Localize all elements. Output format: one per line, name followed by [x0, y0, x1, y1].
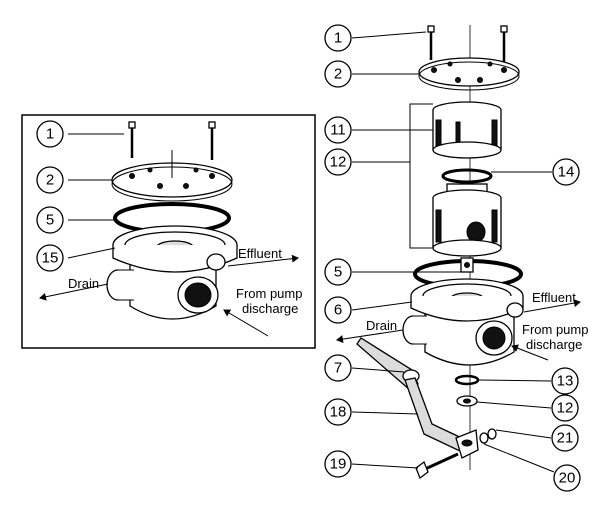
- main-callout-18: 18: [324, 398, 352, 426]
- main-leader-20: [483, 443, 555, 473]
- inset-callout-1: 1: [36, 120, 64, 148]
- svg-text:14: 14: [558, 164, 575, 181]
- main-screw-left: [427, 25, 435, 60]
- main-lock-washer: [487, 428, 497, 440]
- main-lower-cage: [432, 183, 502, 257]
- inset-drain-label: Drain: [68, 276, 99, 291]
- svg-text:5: 5: [334, 264, 342, 281]
- main-bolt: [415, 452, 459, 480]
- main-stem-o-ring: [454, 374, 480, 386]
- inset-valve-body: [106, 225, 238, 320]
- svg-text:13: 13: [557, 373, 574, 390]
- inset-pump-label-2: discharge: [242, 301, 298, 316]
- inset-pump-arrow: [223, 309, 269, 337]
- svg-text:12: 12: [557, 400, 574, 417]
- main-callout-5: 5: [324, 258, 352, 286]
- main-washer: [456, 395, 478, 407]
- main-effluent-label: Effluent: [532, 290, 576, 305]
- svg-text:12: 12: [330, 154, 347, 171]
- main-screw-right: [500, 25, 508, 62]
- main-small-o-ring: [441, 168, 493, 184]
- main-leader-21: [495, 429, 552, 439]
- inset-leader-15: [67, 247, 116, 259]
- inset-screw-right: [208, 121, 216, 160]
- main-callout-12b: 12: [551, 394, 579, 422]
- main-callout-21: 21: [551, 424, 579, 452]
- main-leader-19: [351, 463, 419, 469]
- main-leader-12b: [476, 401, 552, 409]
- inset-screw-left: [128, 121, 136, 158]
- main-callout-7: 7: [324, 354, 352, 382]
- inset-callout-5: 5: [36, 206, 64, 234]
- main-pump-label-2: discharge: [526, 337, 582, 352]
- svg-text:6: 6: [334, 302, 342, 319]
- main-drain-arrow: [336, 329, 404, 344]
- main-callout-13: 13: [551, 367, 579, 395]
- svg-text:1: 1: [46, 126, 54, 143]
- inset-drain-arrow: [39, 283, 109, 301]
- inset-panel: Effluent Drain From pump discharge 1 2 5…: [21, 114, 316, 349]
- main-leader-6: [351, 301, 413, 311]
- main-pump-label-1: From pump: [522, 322, 588, 337]
- main-leader-18: [351, 411, 419, 415]
- svg-text:11: 11: [330, 122, 346, 139]
- svg-text:19: 19: [330, 456, 347, 473]
- main-callout-11: 11: [324, 116, 352, 144]
- inset-callout-15: 15: [36, 244, 64, 272]
- main-callout-14: 14: [552, 158, 580, 186]
- main-leader-7: [351, 367, 405, 373]
- main-upper-cage: [432, 101, 502, 159]
- main-callout-19: 19: [324, 450, 352, 478]
- main-callout-1: 1: [324, 24, 352, 52]
- inset-callout-2: 2: [36, 166, 64, 194]
- svg-text:5: 5: [46, 212, 54, 229]
- main-handle: [356, 337, 479, 459]
- svg-text:18: 18: [330, 404, 347, 421]
- svg-text:2: 2: [46, 172, 54, 189]
- main-effluent-arrow: [523, 299, 581, 313]
- inset-top-cover: [111, 150, 233, 202]
- main-pump-arrow: [511, 344, 549, 361]
- main-exploded-view: Effluent Drain From pump discharge 1 2 1…: [324, 24, 588, 492]
- main-valve-body: [402, 278, 524, 366]
- inset-pump-label-1: From pump: [236, 286, 302, 301]
- main-callout-20: 20: [553, 464, 581, 492]
- main-top-cover: [418, 57, 520, 91]
- svg-text:1: 1: [334, 30, 342, 47]
- svg-text:7: 7: [334, 360, 342, 377]
- main-callout-6: 6: [324, 296, 352, 324]
- main-leader-1: [351, 31, 427, 39]
- svg-text:15: 15: [42, 250, 59, 267]
- main-group-bracket: [409, 103, 433, 249]
- svg-text:21: 21: [557, 430, 574, 447]
- svg-text:20: 20: [559, 470, 576, 487]
- svg-text:2: 2: [334, 66, 342, 83]
- main-leader-13: [477, 379, 552, 382]
- main-callout-12: 12: [324, 148, 352, 176]
- main-drain-label: Drain: [366, 318, 397, 333]
- inset-effluent-arrow: [227, 254, 299, 267]
- main-nut: [479, 432, 489, 444]
- inset-effluent-label: Effluent: [238, 246, 282, 261]
- main-callout-2: 2: [324, 60, 352, 88]
